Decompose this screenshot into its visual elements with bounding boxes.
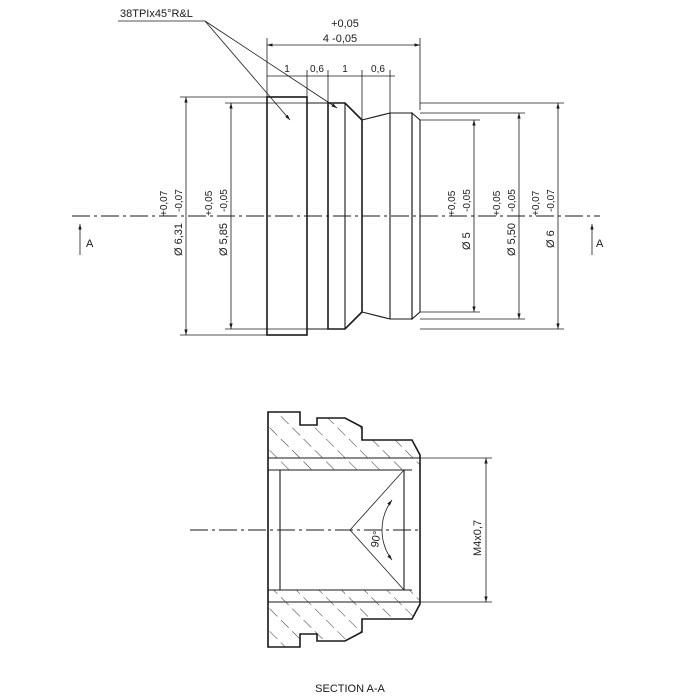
section-marker-right: A — [596, 238, 604, 250]
d631-main: Ø 6,31 — [173, 223, 185, 256]
d5-main: Ø 5 — [461, 232, 473, 250]
section-title: SECTION A-A — [315, 683, 385, 695]
d6-tol-upper: +0,07 — [531, 190, 542, 216]
length-tol-upper: +0,05 — [331, 18, 359, 30]
flange-1 — [266, 96, 308, 336]
d5-tol-upper: +0,05 — [447, 190, 458, 216]
length-main: 4 -0,05 — [323, 33, 357, 45]
d6-tol-lower: -0,07 — [546, 189, 557, 212]
wall-top-hatch — [268, 412, 420, 470]
seg1: 1 — [284, 64, 290, 75]
seg3: 1 — [342, 64, 348, 75]
section-marker-left: A — [86, 238, 94, 250]
body-bottom-chamfer — [361, 311, 391, 320]
d550-main: Ø 5,50 — [506, 223, 518, 256]
d550-tol-upper: +0,05 — [492, 190, 503, 216]
angle-label: 90° — [369, 530, 384, 548]
d585-tol-upper: +0,05 — [204, 190, 215, 216]
d550-tol-lower: -0,05 — [507, 189, 518, 212]
angle-arc — [381, 499, 393, 561]
callout-leader-1 — [204, 20, 291, 121]
angle-line-top — [349, 469, 405, 531]
top-view: +0,05 4 -0,05 1 0,6 1 0,6 38TPIx45°R&L Ø… — [72, 8, 604, 336]
section-view: 90° M4x0,7 SECTION A-A — [190, 411, 492, 695]
thread-callout: 38TPIx45°R&L — [120, 8, 193, 20]
d5-tol-lower: -0,05 — [462, 189, 473, 212]
d631-tol-upper: +0,07 — [159, 190, 170, 216]
d6-main: Ø 6 — [545, 230, 557, 248]
body-top-chamfer — [361, 112, 391, 121]
seg4: 0,6 — [371, 64, 385, 75]
angle-line-bottom — [349, 529, 405, 591]
d631-tol-lower: -0,07 — [174, 189, 185, 212]
callout-leader-2 — [204, 20, 338, 109]
d585-tol-lower: -0,05 — [219, 189, 230, 212]
wall-bottom-hatch — [268, 590, 420, 647]
thread-spec: M4x0,7 — [472, 520, 484, 556]
d585-main: Ø 5,85 — [218, 223, 230, 256]
seg2: 0,6 — [310, 64, 324, 75]
